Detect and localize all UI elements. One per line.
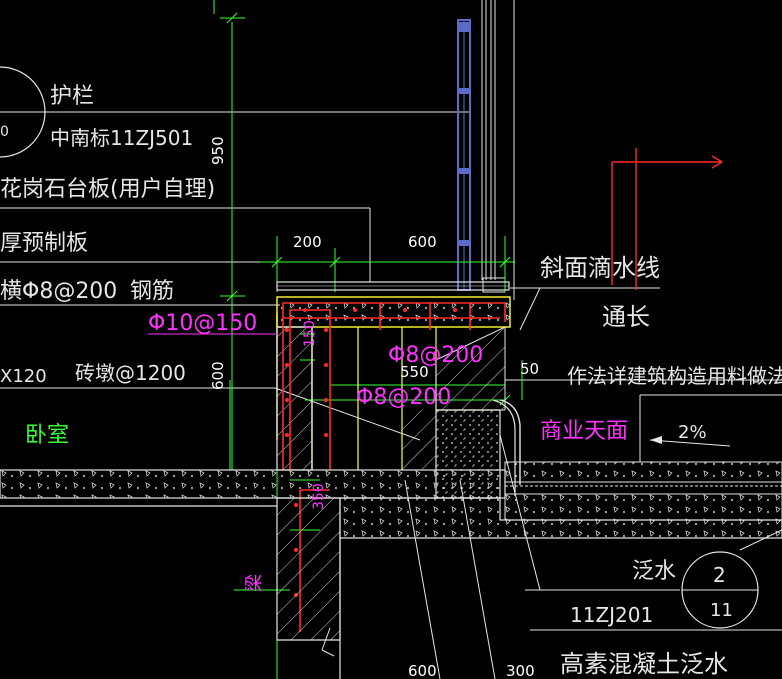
detail-callout-left: 0 <box>0 66 46 158</box>
dim-300: 300 <box>506 662 535 679</box>
label-flashing: 泛水 <box>632 559 676 584</box>
label-method: 作法详建筑构造用料做法 <box>567 364 782 388</box>
label-rebar-main: Φ10@150 <box>148 311 257 336</box>
dim-950: 950 <box>209 136 227 165</box>
label-concrete: 高素混凝土泛水 <box>560 650 728 678</box>
floor-slab <box>0 469 506 507</box>
granite-slab <box>276 281 510 291</box>
label-granite: 花岗石台板(用户自理) <box>0 177 215 202</box>
detail-number-bottom: 11 <box>710 600 733 621</box>
label-drip: 斜面滴水线 <box>540 254 660 282</box>
label-railing: 护栏 <box>50 84 94 109</box>
label-railing-std: 中南标11ZJ501 <box>50 126 193 150</box>
red-corner-marker <box>611 148 723 290</box>
label-bedroom: 卧室 <box>25 423 69 448</box>
detail-number-top: 2 <box>713 563 726 587</box>
label-through: 通长 <box>602 303 650 331</box>
dim-200: 200 <box>293 233 322 251</box>
sloped-infill <box>402 326 506 470</box>
label-brick: 砖墩@1200 <box>75 361 186 385</box>
dim-600-top: 600 <box>408 233 437 251</box>
label-stirrup-1: Φ8@200 <box>388 343 483 368</box>
beam-wall <box>276 497 782 679</box>
label-stirrup-2: Φ8@200 <box>356 385 451 410</box>
label-flashing-std: 11ZJ201 <box>570 603 653 627</box>
railing-post <box>457 0 515 300</box>
svg-text:0: 0 <box>0 124 9 140</box>
dim-150: 150 <box>302 320 318 347</box>
flashing-leaders <box>404 434 782 679</box>
label-beam: 梁 <box>244 574 265 592</box>
label-terrace: 商业天面 <box>540 419 628 444</box>
roof-layers <box>492 394 782 521</box>
dim-600-bottom: 600 <box>408 662 437 679</box>
label-precast: 厚预制板 <box>0 231 88 256</box>
dim-600-left: 600 <box>209 361 227 390</box>
label-slope: 2% <box>678 422 707 443</box>
detail-bubble <box>681 529 782 629</box>
label-brick-size: X120 <box>0 366 47 387</box>
dim-550: 550 <box>400 363 429 381</box>
dim-50: 50 <box>520 360 539 378</box>
dim-350: 350 <box>311 483 327 510</box>
label-rebar-horiz: 横Φ8@200 <box>0 279 117 304</box>
label-rebar: 钢筋 <box>130 279 174 304</box>
